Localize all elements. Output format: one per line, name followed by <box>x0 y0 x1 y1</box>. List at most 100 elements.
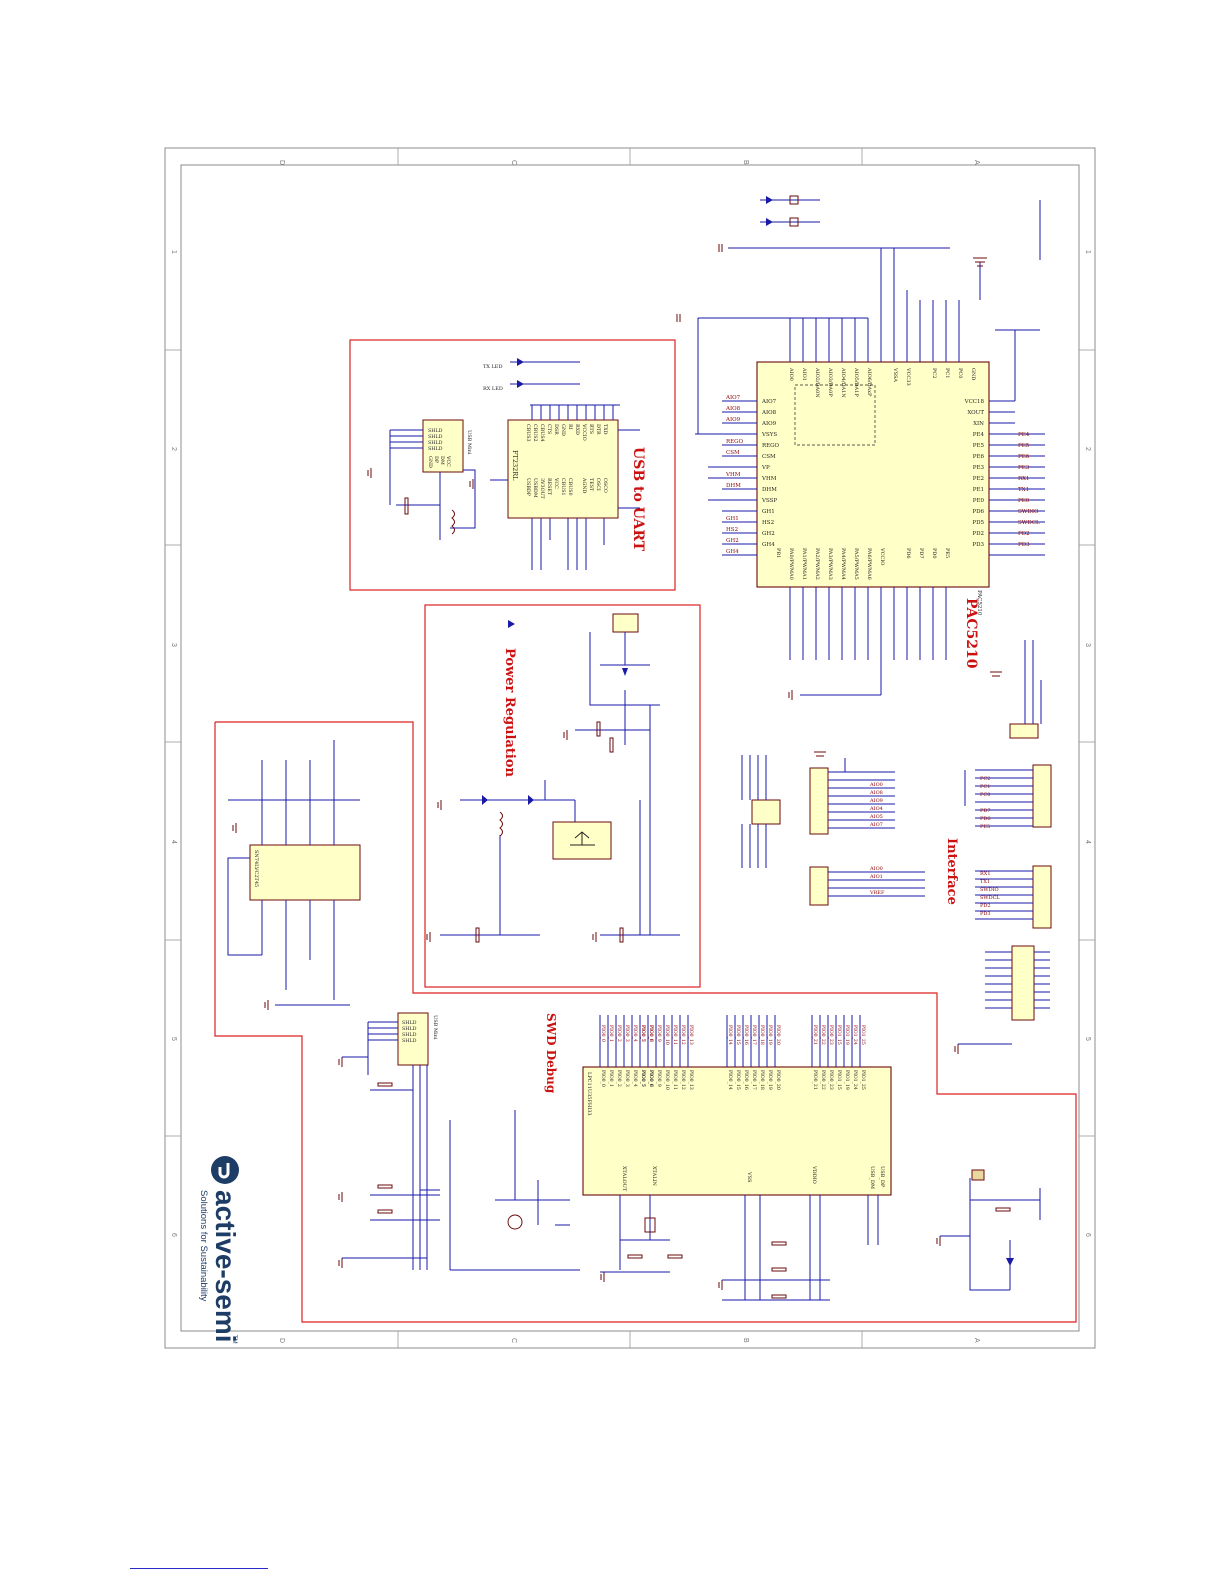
svg-text:SHLD: SHLD <box>402 1038 417 1044</box>
zone-row-label: 5 <box>1084 1037 1091 1041</box>
u3-net-name: PIO0_18 <box>759 1025 765 1045</box>
usb-uart-title: USB to UART <box>630 447 646 552</box>
u3-net-name: PIO1_24 <box>852 1025 858 1045</box>
zone-col-label: D <box>278 1338 285 1343</box>
u3-net-name: PIO0_1 <box>608 1025 614 1042</box>
net-label: PD7 <box>980 808 991 814</box>
net-label: PD6 <box>980 816 991 822</box>
interface-title: Interface <box>944 838 959 905</box>
net-label: DHM <box>726 483 741 489</box>
zone-row-label: 1 <box>170 250 177 254</box>
u3-pin-name: PIO0_10 <box>664 1070 670 1090</box>
power-led-icon <box>508 620 515 628</box>
u2-part-label: FT232RL <box>511 450 519 481</box>
u2-pin: AGND <box>581 477 587 493</box>
net-label: GH1 <box>726 516 739 522</box>
usb-uart-conn-pins: SHLD SHLD SHLD SHLD VCC DM DP GND <box>427 428 451 468</box>
u1-pin: DHM <box>762 487 777 493</box>
u1-pin: AIO8 <box>761 410 777 416</box>
net-label: RX1 <box>980 871 991 877</box>
u1-right-pin-names: VCC18 XOUT XIN PE4 PE5 PE6 PE3 PE2 PE1 P… <box>964 399 985 548</box>
logo-mark-icon <box>211 1156 239 1184</box>
zone-row-label: 5 <box>170 1037 177 1041</box>
zone-col-label: A <box>973 160 980 165</box>
u2-pin: USBDP <box>525 478 531 497</box>
u1-pin: VCCIO <box>879 547 885 565</box>
active-semi-logo: active-semi Solutions for Sustainability… <box>198 1156 241 1344</box>
u3-net-name: PIO0_19 <box>767 1025 773 1045</box>
u1-pin: PA0/PWMA0 <box>788 548 794 580</box>
u2-pin: RI <box>567 424 573 430</box>
zone-col-label: D <box>278 160 285 165</box>
u3-net-name: PIO0_7 <box>640 1025 646 1042</box>
zone-row-label: 6 <box>170 1233 177 1237</box>
u1-pin: PD2 <box>972 531 984 537</box>
u3-net-name: PIO0_0 <box>600 1025 606 1042</box>
u3-net-name: PIO0_10 <box>664 1025 670 1045</box>
j4-connector <box>1011 945 1035 1021</box>
u1-pin: PE4 <box>973 432 985 438</box>
u2-pin: USBDM <box>532 478 538 498</box>
u1-pin: PD7 <box>918 548 924 559</box>
inductor-l1 <box>499 811 503 837</box>
svg-text:GND: GND <box>427 456 433 468</box>
u1-pin: PA4/PWMA4 <box>840 548 846 580</box>
u3-net-name: PIO0_17 <box>751 1025 757 1045</box>
u2-pin: CBUS2 <box>532 424 538 442</box>
zone-row-label: 2 <box>170 447 177 451</box>
u1-pin: VSYS <box>761 432 777 438</box>
j2-connector <box>1032 764 1052 828</box>
u2-pin: TEST <box>588 478 594 492</box>
net-label: AIO7 <box>725 395 741 401</box>
footer-link-underline[interactable] <box>130 1568 268 1569</box>
u3-pin-name: PIO0_22 <box>820 1070 826 1090</box>
u2-pin: GND <box>560 424 566 436</box>
u3-pin-name: PIO0_17 <box>751 1070 757 1090</box>
u3-net-name: PIO0_20 <box>775 1025 781 1045</box>
diode-d9-icon <box>622 668 628 676</box>
j1-power-conn <box>612 613 639 633</box>
zone-row-label: 2 <box>1084 447 1091 451</box>
usb-uart-block-outline <box>349 339 676 591</box>
u2-pin: DSR <box>553 424 559 435</box>
u1-pin: PD6 <box>972 509 984 515</box>
s2-dip-switch <box>751 799 781 825</box>
u3-net-name: PIO0_6 <box>648 1025 654 1042</box>
u3-net-name: PIO0_12 <box>680 1025 686 1045</box>
reset-switch-icon <box>971 1169 985 1181</box>
u1-bottom-pins <box>789 587 947 695</box>
u1-pin: PE3 <box>973 465 985 471</box>
zone-col-label: A <box>973 1338 980 1343</box>
u1-pin: AIO6/DAxP <box>866 367 872 397</box>
zone-ticks <box>165 148 1095 1348</box>
usb-uart-connector <box>422 419 464 473</box>
swd-circuit: SN74LVC2T45 SHLD SHLD SHLD SHLD USB Mini <box>227 740 1041 1301</box>
u4-level-shifter-body <box>249 844 361 901</box>
net-label: AIO1 <box>869 874 883 880</box>
net-label: TX1 <box>980 879 990 885</box>
u3-pin: VDDIO <box>811 1165 817 1184</box>
u3-pin-name: PIO0_12 <box>680 1070 686 1090</box>
svg-text:DP: DP <box>433 456 439 464</box>
u3-pin-name: PIO0_9 <box>656 1070 662 1087</box>
u1-pin: AIO7 <box>761 399 777 405</box>
net-label: PD2 <box>980 903 991 909</box>
u2-pin: RESET <box>546 478 552 496</box>
u2-pin: RXD <box>574 424 580 435</box>
u1-top-pins <box>789 248 960 362</box>
net-label: PE0 <box>1018 498 1030 504</box>
u3-net-name: PIO0_9 <box>656 1025 662 1042</box>
u3-pin-name: PIO0_15 <box>735 1070 741 1090</box>
u3-pin: XTALIN <box>651 1166 657 1187</box>
svg-text:SHLD: SHLD <box>428 440 443 446</box>
power-title: Power Regulation <box>502 648 517 778</box>
u1-pin: HS2 <box>762 520 774 526</box>
u2-pin-names: TXD DTR RTS VCCIO RXD RI GND DSR CTS CBU… <box>525 423 608 500</box>
net-label: SWDCL <box>1018 520 1040 526</box>
usb-swd-conn-label: USB Mini <box>432 1015 438 1040</box>
u2-pin: 3V3OUT <box>539 478 545 500</box>
u3-net-name: PIO0_11 <box>672 1025 678 1045</box>
u1-pin: PD6 <box>905 548 911 559</box>
